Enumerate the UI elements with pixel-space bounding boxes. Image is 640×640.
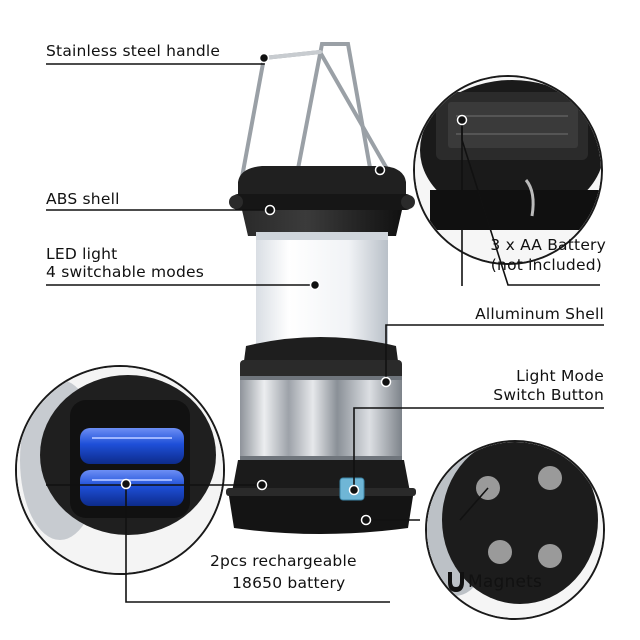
label-switch-line1: Light Mode [516, 367, 604, 385]
line-switch [353, 407, 604, 490]
callout-lines [46, 58, 604, 603]
stainless-steel-handle [238, 42, 400, 202]
label-led-line1: LED light [46, 245, 118, 263]
line-aluminum [385, 324, 604, 382]
magnet-icon [448, 572, 464, 592]
abs-shell-base [226, 460, 416, 534]
label-aa-line1: 3 x AA Battery [490, 236, 606, 254]
label-magnets: Magnets [468, 572, 543, 592]
middle-ring [240, 337, 402, 380]
aluminum-shell [240, 376, 402, 460]
line-rechargeable [125, 484, 390, 603]
label-aa-line2: (not included) [490, 256, 602, 274]
line-magnets [459, 487, 489, 521]
label-rechargeable-line2: 18650 battery [232, 574, 346, 592]
label-stainless-steel-handle: Stainless steel handle [46, 42, 221, 60]
label-led-line2: 4 switchable modes [46, 263, 205, 281]
led-light-diffuser [256, 232, 388, 356]
label-switch-line2: Switch Button [493, 386, 604, 404]
rechargeable-battery-inset [15, 365, 225, 575]
label-aluminum-shell: Alluminum Shell [475, 305, 604, 323]
abs-shell-top-cap [229, 166, 415, 236]
label-rechargeable-line1: 2pcs rechargeable [210, 552, 357, 570]
magnets-inset [425, 440, 605, 620]
label-abs-shell: ABS shell [46, 190, 120, 208]
callout-dots [120, 52, 468, 526]
